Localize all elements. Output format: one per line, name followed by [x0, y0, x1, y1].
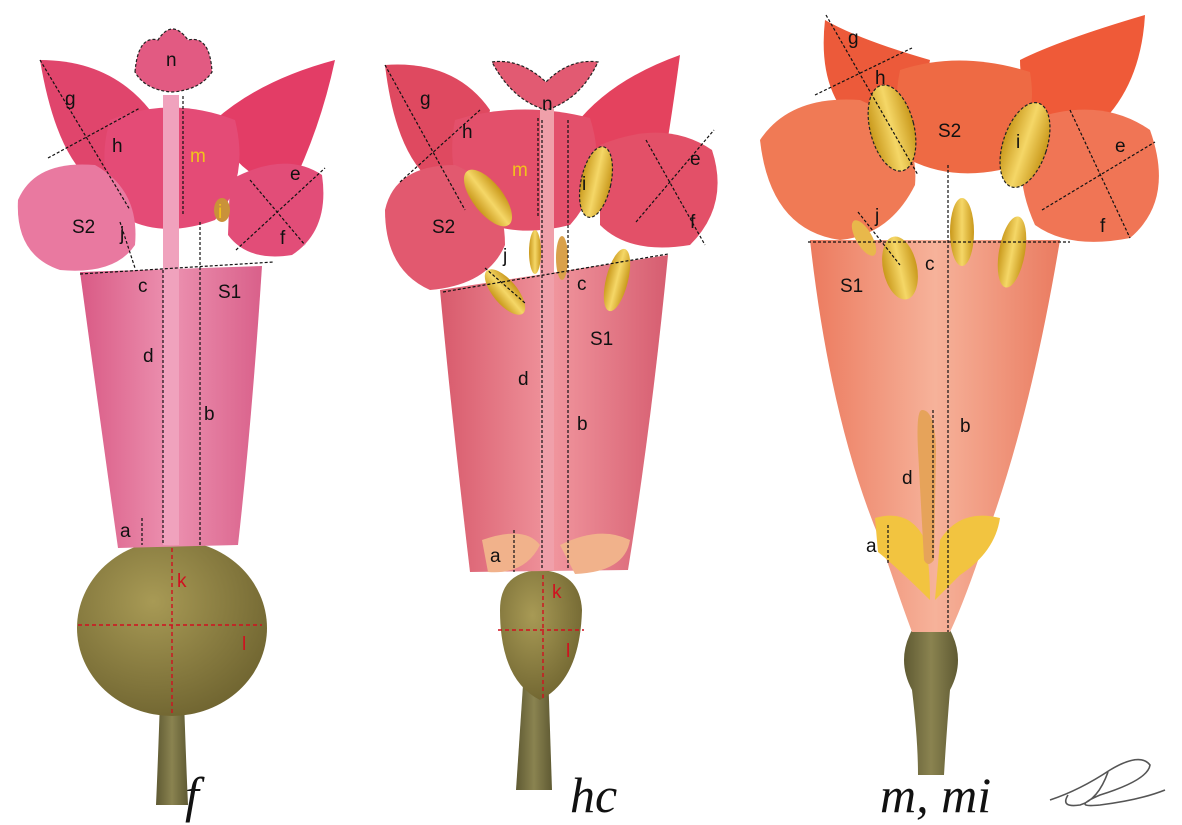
- label-n: n: [542, 94, 553, 115]
- label-c: c: [925, 254, 935, 275]
- label-a: a: [120, 521, 131, 542]
- label-d: d: [902, 468, 913, 489]
- anther: [556, 236, 568, 280]
- label-l: l: [242, 634, 246, 655]
- label-s2: S2: [72, 217, 95, 238]
- label-m: m: [512, 160, 528, 181]
- label-s1: S1: [590, 329, 613, 350]
- ovary: [500, 570, 582, 700]
- label-m: m: [190, 146, 206, 167]
- label-f: f: [1100, 216, 1106, 237]
- pedicel: [904, 630, 958, 775]
- label-j: j: [874, 206, 879, 227]
- anther: [529, 230, 541, 274]
- label-e: e: [290, 164, 301, 185]
- anther: [950, 198, 974, 266]
- label-j: j: [502, 246, 507, 267]
- label-b: b: [960, 416, 971, 437]
- caption-male: m, mi: [880, 767, 991, 823]
- label-b: b: [204, 404, 215, 425]
- label-i: i: [218, 202, 222, 223]
- label-k: k: [177, 571, 187, 592]
- label-s1: S1: [840, 276, 863, 297]
- label-g: g: [65, 89, 76, 110]
- label-c: c: [138, 276, 148, 297]
- label-i: i: [1016, 132, 1020, 153]
- label-c: c: [577, 274, 587, 295]
- label-s2: S2: [938, 121, 961, 142]
- flower-male: g h S2 i e j f c S1 b d a m, mi: [760, 15, 1165, 823]
- label-f: f: [280, 228, 286, 249]
- label-s1: S1: [218, 282, 241, 303]
- flower-female: n g h m e i S2 j f c S1 d b a k l f: [18, 29, 335, 823]
- label-d: d: [143, 346, 154, 367]
- label-n: n: [166, 50, 177, 71]
- artist-signature: [1050, 760, 1165, 806]
- label-h: h: [112, 136, 123, 157]
- label-e: e: [690, 149, 701, 170]
- label-i: i: [582, 174, 586, 195]
- label-f: f: [690, 212, 696, 233]
- label-h: h: [462, 122, 473, 143]
- label-a: a: [490, 546, 501, 567]
- label-j: j: [119, 224, 124, 245]
- style: [163, 95, 179, 545]
- label-d: d: [518, 369, 529, 390]
- caption-hermaphrodite: hc: [570, 767, 617, 823]
- flower-hermaphrodite: n g h m e i S2 f j c S1 d b a k l hc: [385, 55, 718, 823]
- caption-female: f: [185, 767, 205, 823]
- label-h: h: [875, 68, 886, 89]
- label-k: k: [552, 582, 562, 603]
- label-g: g: [420, 89, 431, 110]
- label-g: g: [848, 28, 859, 49]
- label-b: b: [577, 414, 588, 435]
- petal-lobe: [228, 164, 323, 257]
- label-e: e: [1115, 136, 1126, 157]
- label-a: a: [866, 536, 877, 557]
- label-s2: S2: [432, 217, 455, 238]
- label-l: l: [566, 641, 570, 662]
